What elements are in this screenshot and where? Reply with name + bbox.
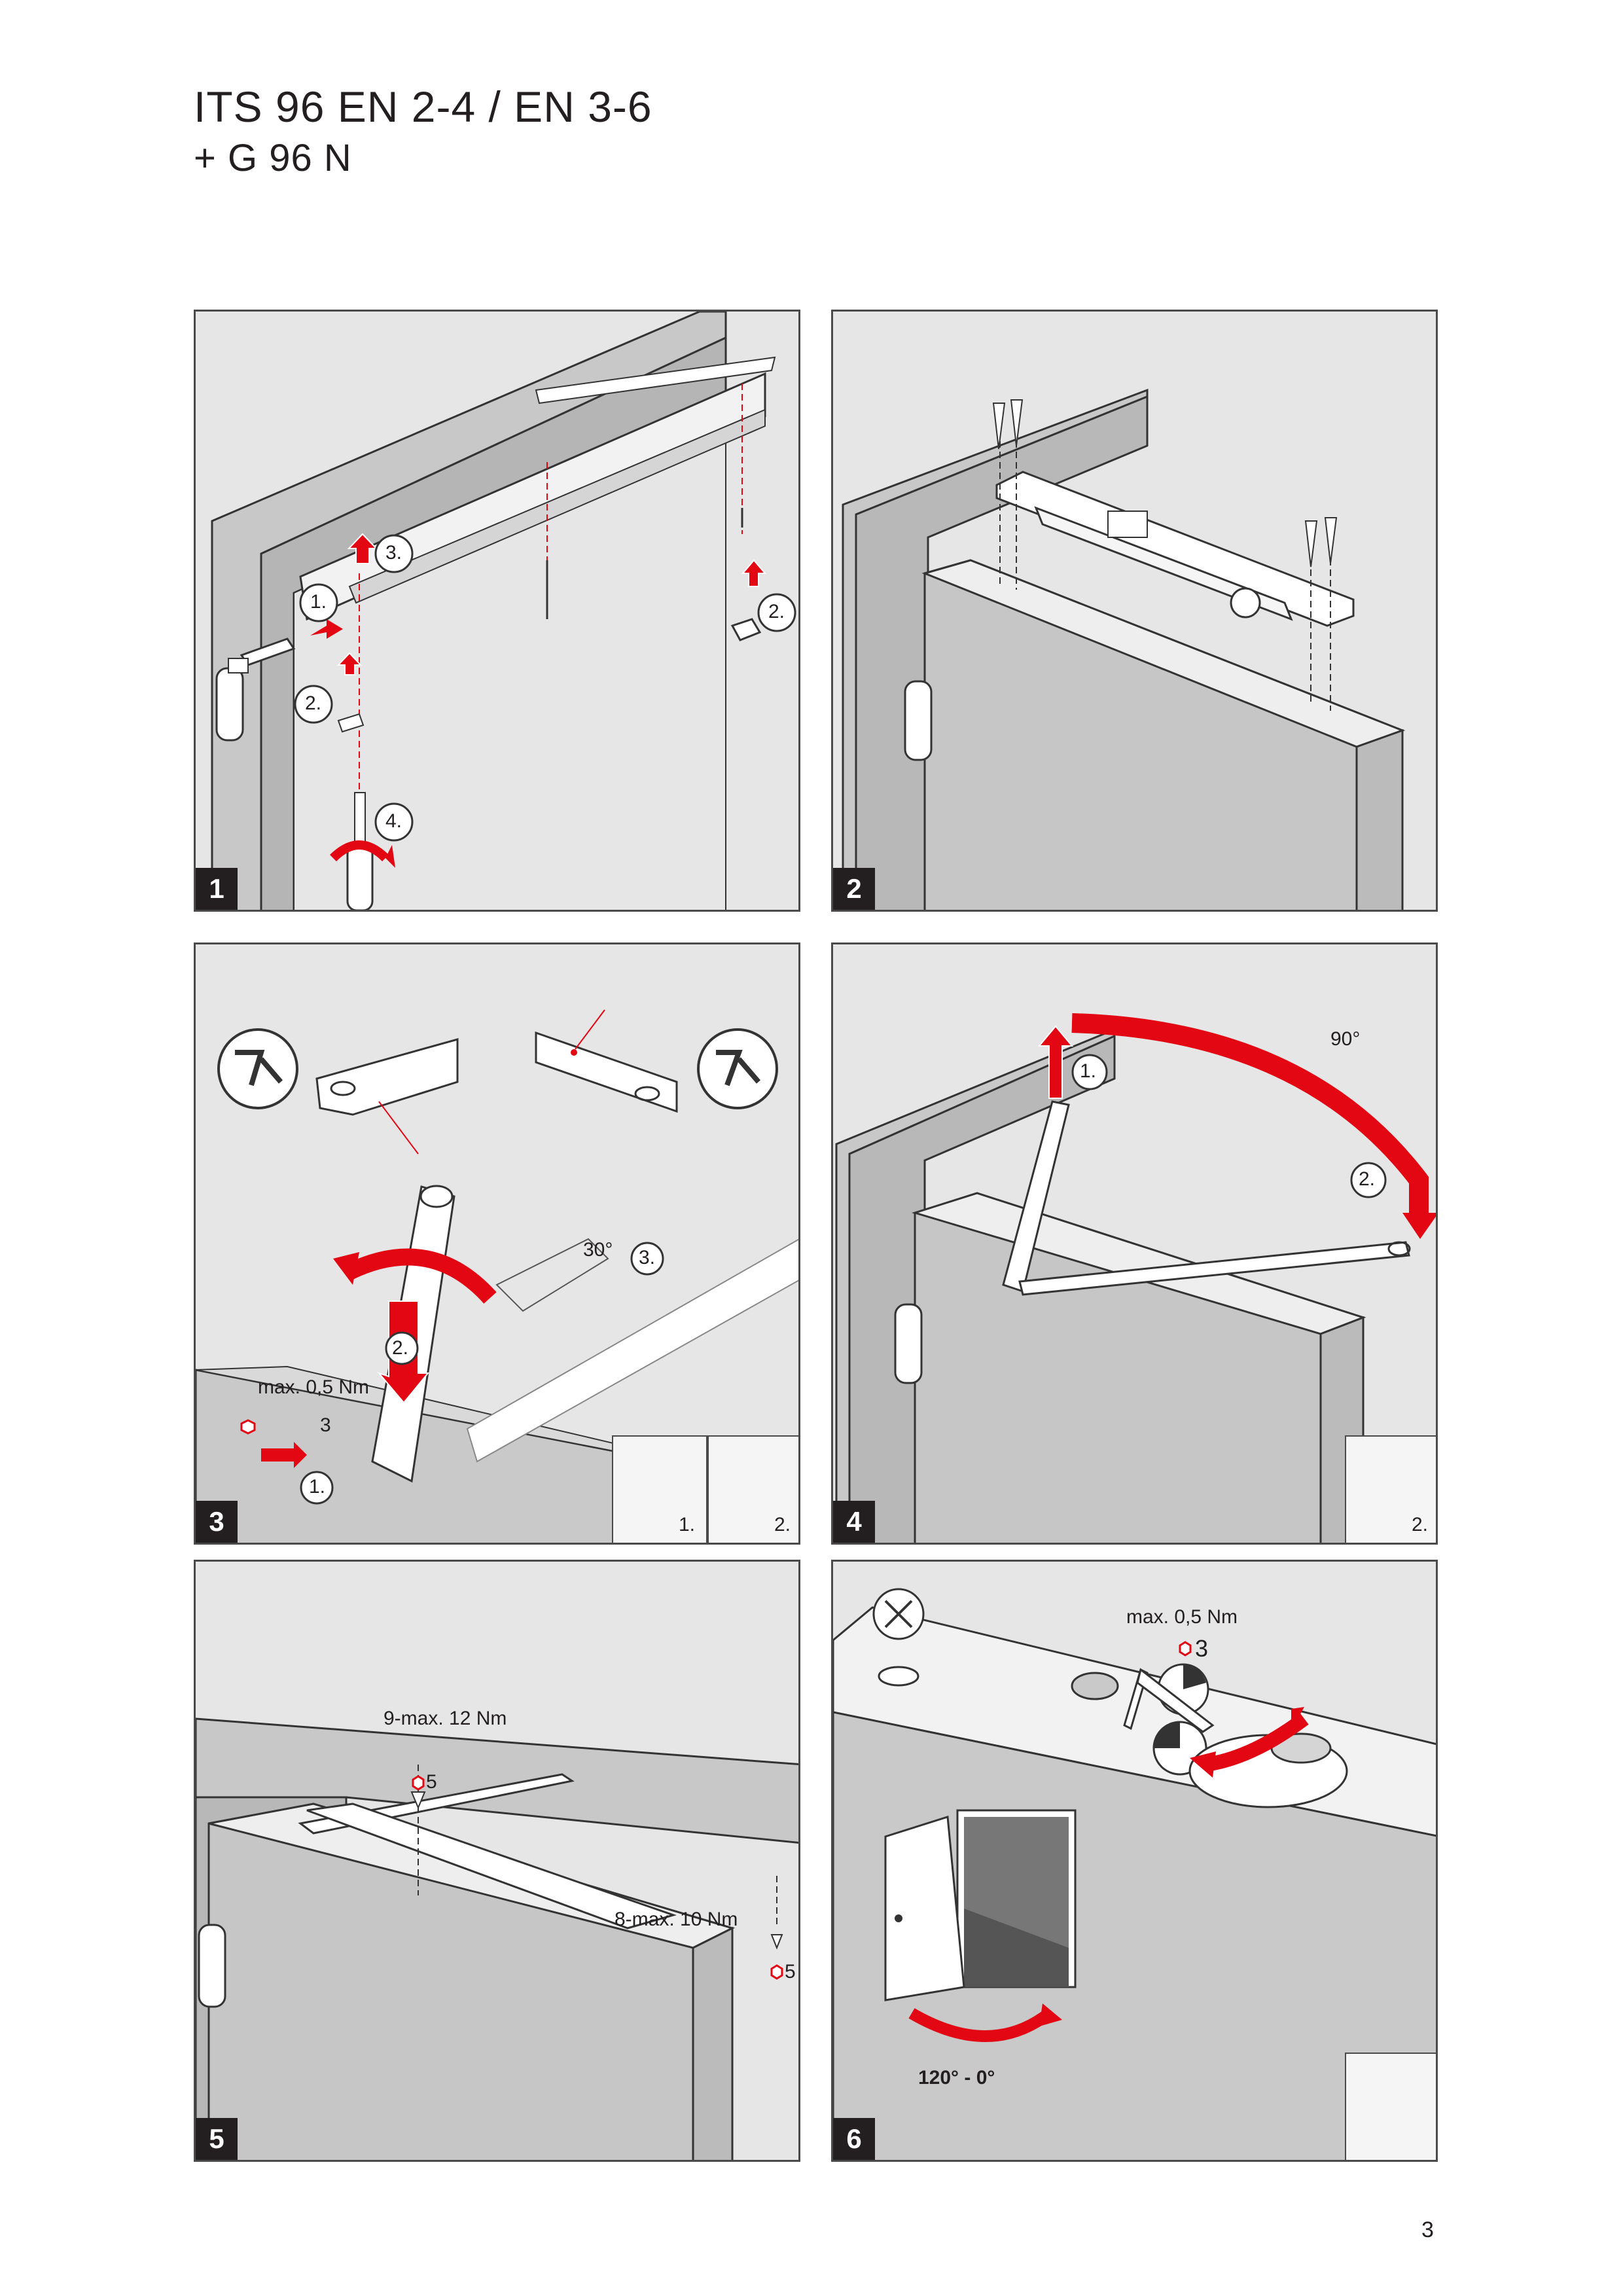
callout-3: 3. bbox=[385, 542, 402, 564]
callout-3: 3. bbox=[639, 1247, 656, 1268]
step-number-6: 6 bbox=[833, 2118, 875, 2160]
inset-wrong: 2. bbox=[1345, 1435, 1436, 1543]
step-6-illustration bbox=[833, 1588, 1436, 2160]
step-1-panel: 3. 1. 2. 2. 4. 1 bbox=[194, 310, 800, 912]
step-2-panel: 2 bbox=[831, 310, 1438, 912]
step-6-panel: max. 0,5 Nm 3 120° - 0° 6 bbox=[831, 1560, 1438, 2162]
torque-note-right: 8-max. 10 Nm bbox=[615, 1909, 738, 1930]
step-4-illustration bbox=[835, 1013, 1436, 1543]
step-5-illustration bbox=[196, 1717, 798, 2160]
step-4-panel: 1. 90° 2. 2. 4 bbox=[831, 942, 1438, 1545]
callout-2: 2. bbox=[392, 1337, 409, 1359]
page-title: ITS 96 EN 2-4 / EN 3-6 bbox=[194, 82, 652, 131]
callout-1: 1. bbox=[309, 1476, 326, 1498]
step-5-panel: 9-max. 12 Nm 5 8-max. 10 Nm 5 5 bbox=[194, 1560, 800, 2162]
callout-4: 4. bbox=[385, 810, 402, 832]
hex-size: 3 bbox=[1195, 1635, 1209, 1662]
step-number-5: 5 bbox=[196, 2118, 238, 2160]
inset-callout-1: 1. bbox=[679, 1514, 696, 1535]
step-number-2: 2 bbox=[833, 868, 875, 910]
inset-callout-2: 2. bbox=[774, 1514, 791, 1535]
hex-size: 3 bbox=[320, 1414, 331, 1436]
angle-label: 90° bbox=[1330, 1028, 1361, 1050]
callout-1: 1. bbox=[310, 591, 327, 613]
inset-callout-2: 2. bbox=[1412, 1514, 1429, 1535]
callout-2-right: 2. bbox=[768, 601, 785, 622]
page-subtitle: + G 96 N bbox=[194, 137, 352, 179]
step-number-1: 1 bbox=[196, 868, 238, 910]
hex-size-right: 5 bbox=[785, 1961, 796, 1982]
torque-note-top: 9-max. 12 Nm bbox=[383, 1708, 507, 1729]
torque-note: max. 0,5 Nm bbox=[258, 1376, 370, 1398]
page-number: 3 bbox=[1421, 2217, 1434, 2242]
step-2-illustration bbox=[842, 388, 1406, 910]
angle-range: 120° - 0° bbox=[918, 2067, 995, 2089]
callout-1: 1. bbox=[1080, 1060, 1097, 1082]
inset-wrong-2: 2. bbox=[707, 1435, 798, 1543]
step-number-3: 3 bbox=[196, 1501, 238, 1543]
angle-label: 30° bbox=[583, 1239, 613, 1261]
inset-wrong-1: 1. bbox=[612, 1435, 707, 1543]
step-1-illustration bbox=[211, 312, 796, 910]
callout-2-left: 2. bbox=[305, 692, 322, 714]
step-3-panel: 2. max. 0,5 Nm 3 1. 30° 3. 1. 2. 3 bbox=[194, 942, 800, 1545]
step-number-4: 4 bbox=[833, 1501, 875, 1543]
inset-no-drill bbox=[1345, 2053, 1436, 2160]
hex-size-top: 5 bbox=[426, 1771, 437, 1793]
torque-note: max. 0,5 Nm bbox=[1126, 1606, 1238, 1628]
callout-2: 2. bbox=[1359, 1168, 1376, 1190]
